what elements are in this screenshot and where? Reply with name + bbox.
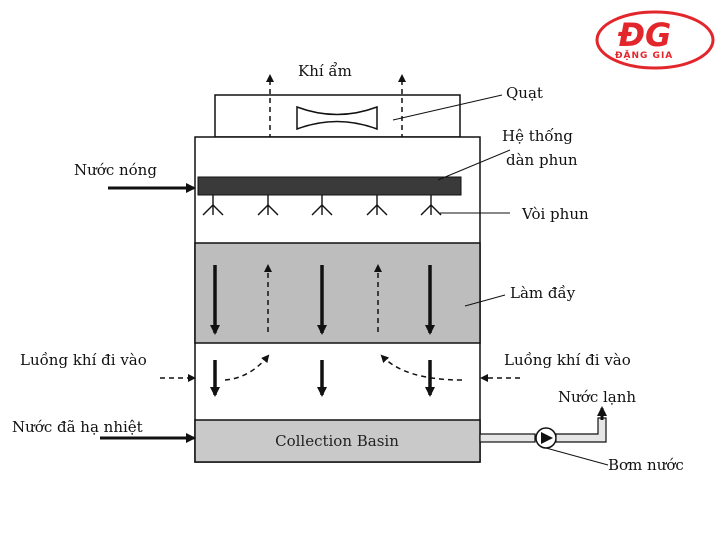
hot-water-label: Nước nóng [74, 161, 157, 179]
logo-swoosh [595, 10, 715, 70]
nozzles [202, 195, 442, 216]
fan-icon [296, 105, 378, 131]
pump-leader-line [545, 447, 609, 466]
basin-label: Collection Basin [275, 432, 399, 450]
spray-system-leader-line [437, 149, 511, 181]
air-curve-arrow-right [380, 354, 463, 381]
outlet-pipe [479, 433, 536, 443]
cooled-water-label: Nước đã hạ nhiệt [12, 418, 143, 436]
moist-air-label: Khí ẩm [298, 62, 352, 80]
fan-leader-line [392, 94, 503, 121]
air-in-right-label: Luồng khí đi vào [504, 351, 631, 369]
logo-mark: ĐG [617, 16, 671, 54]
logo-name: ĐẶNG GIA [615, 50, 673, 61]
nozzle-1 [202, 195, 224, 216]
fill-label: Làm đầy [510, 284, 576, 302]
fill-leader-line [464, 294, 506, 307]
nozzle-3 [311, 195, 333, 216]
air-curve-arrow-left [224, 354, 270, 381]
nozzle-2 [257, 195, 279, 216]
nozzle-label: Vòi phun [521, 205, 589, 223]
spray-bar [197, 176, 462, 196]
pump-label: Bơm nước [608, 456, 684, 474]
dang-gia-logo: ĐG ĐẶNG GIA [595, 10, 715, 70]
cold-water-label: Nước lạnh [558, 388, 636, 406]
fill-media [194, 242, 481, 344]
collection-basin [194, 419, 481, 463]
spray-system-label-line2: dàn phun [506, 151, 578, 169]
fan-label: Quạt [506, 84, 543, 102]
pump-icon [535, 427, 557, 449]
air-in-left-label: Luồng khí đi vào [20, 351, 147, 369]
spray-system-label-line1: Hệ thống [502, 127, 573, 145]
nozzle-4 [366, 195, 388, 216]
nozzle-5 [420, 195, 442, 216]
discharge-pipe [555, 417, 607, 443]
